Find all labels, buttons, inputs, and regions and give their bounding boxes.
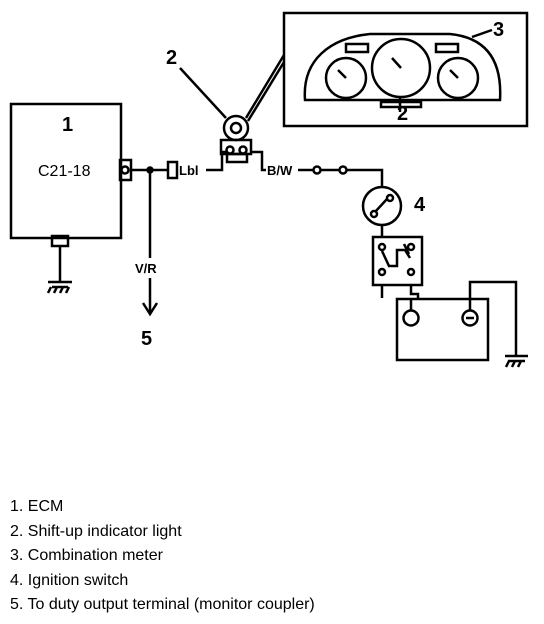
legend-item-combination-meter: 3. Combination meter [10,547,163,564]
meter-inset-pointer-number: 2 [397,103,408,125]
ignition-switch-callout-number: 4 [414,194,426,216]
ignition-relay-block [371,235,424,287]
indicator-light-bulb [222,114,250,142]
ignition-switch-symbol [361,185,403,227]
ecm-terminal-label: C21-18 [38,163,91,180]
battery [395,297,490,362]
inline-connector [166,160,179,180]
ecm-callout-number: 1 [62,114,73,136]
output-terminal-callout-number: 5 [141,328,152,350]
lbl-wire-label: Lbl [179,163,199,178]
legend-item-indicator-light: 2. Shift-up indicator light [10,522,182,540]
meter-inset-frame [282,11,529,128]
combination-meter-outline [303,32,502,102]
bw-wire-label: B/W [267,163,293,178]
vr-wire-label: V/R [135,261,157,276]
legend-item-ecm: 1. ECM [10,498,64,515]
legend-item-output-terminal: 5. To duty output terminal (monitor coup… [10,596,315,613]
legend-item-ignition-switch: 4. Ignition switch [10,571,129,589]
meter-callout-number: 3 [493,19,504,41]
wiring-diagram: 1 C21-18 Lbl B/W V/R 5 2 3 2 4 [9,11,529,368]
component-legend: 1. ECM 2. Shift-up indicator light 3. Co… [10,495,315,618]
indicator-light-callout-number: 2 [166,47,177,69]
